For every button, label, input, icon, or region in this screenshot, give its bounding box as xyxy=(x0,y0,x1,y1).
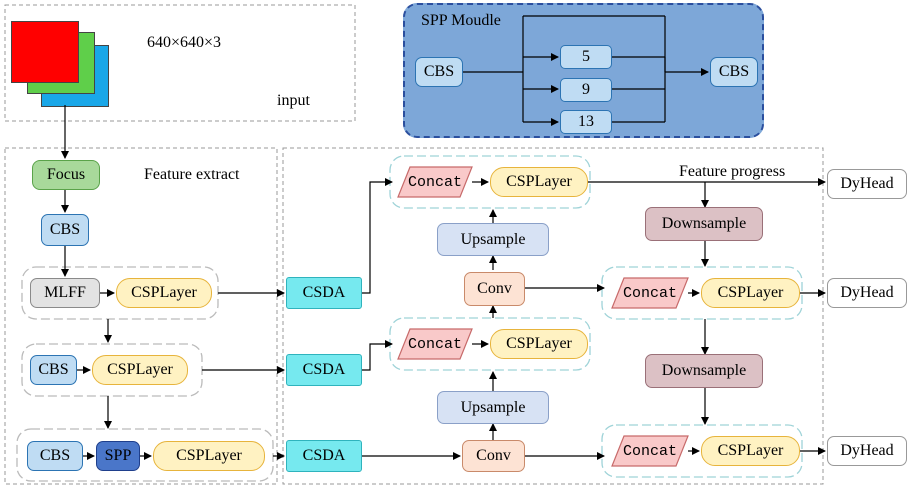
input-label: input xyxy=(277,92,310,109)
csplayer-node-2: CSPLayer xyxy=(92,355,188,385)
downsample-node-2: Downsample xyxy=(645,354,763,388)
downsample-node-1: Downsample xyxy=(645,207,763,241)
spp-kernel-5: 5 xyxy=(560,45,612,69)
csplayer-node-3: CSPLayer xyxy=(153,441,265,471)
spp-kernel-13: 13 xyxy=(560,110,612,134)
spp-kernel-9: 9 xyxy=(560,78,612,102)
csda-node-3: CSDA xyxy=(286,440,362,472)
mlff-node: MLFF xyxy=(30,278,100,308)
upsample-node-1: Upsample xyxy=(437,223,549,256)
concat-label-top: Concat xyxy=(407,173,462,191)
concat-shape-r2 xyxy=(611,435,689,467)
csplayer-neck-r1: CSPLayer xyxy=(701,278,800,308)
spp-cbs-out: CBS xyxy=(710,57,758,87)
dyhead-node-3: DyHead xyxy=(827,436,907,466)
cbs-node-1: CBS xyxy=(41,214,89,246)
csda-node-1: CSDA xyxy=(286,277,362,309)
csplayer-node-1: CSPLayer xyxy=(116,278,212,308)
input-channel-red xyxy=(11,21,79,83)
cbs-node-2: CBS xyxy=(30,355,77,385)
dyhead-node-2: DyHead xyxy=(827,278,907,308)
cbs-node-3: CBS xyxy=(27,441,83,471)
concat-label-r2: Concat xyxy=(622,442,677,460)
concat-shape-top xyxy=(397,166,473,198)
conv-node-1: Conv xyxy=(464,272,525,306)
feature-progress-title: Feature progress xyxy=(679,163,786,180)
focus-node: Focus xyxy=(32,160,100,190)
concat-label-r1: Concat xyxy=(622,284,677,302)
csda-node-2: CSDA xyxy=(286,354,362,386)
feature-extract-title: Feature extract xyxy=(144,166,240,183)
spp-module-title: SPP Moudle xyxy=(421,12,501,29)
dyhead-node-1: DyHead xyxy=(827,169,907,199)
csplayer-neck-mid: CSPLayer xyxy=(490,329,588,359)
conv-node-2: Conv xyxy=(462,440,525,472)
concat-shape-mid xyxy=(397,328,473,360)
spp-node: SPP xyxy=(96,441,140,471)
csplayer-neck-top: CSPLayer xyxy=(490,167,588,197)
csplayer-neck-r2: CSPLayer xyxy=(701,436,800,466)
input-dims-label: 640×640×3 xyxy=(147,34,222,51)
spp-cbs-in: CBS xyxy=(415,57,463,87)
concat-label-mid: Concat xyxy=(407,335,462,353)
upsample-node-2: Upsample xyxy=(437,391,549,424)
concat-shape-r1 xyxy=(611,277,689,309)
